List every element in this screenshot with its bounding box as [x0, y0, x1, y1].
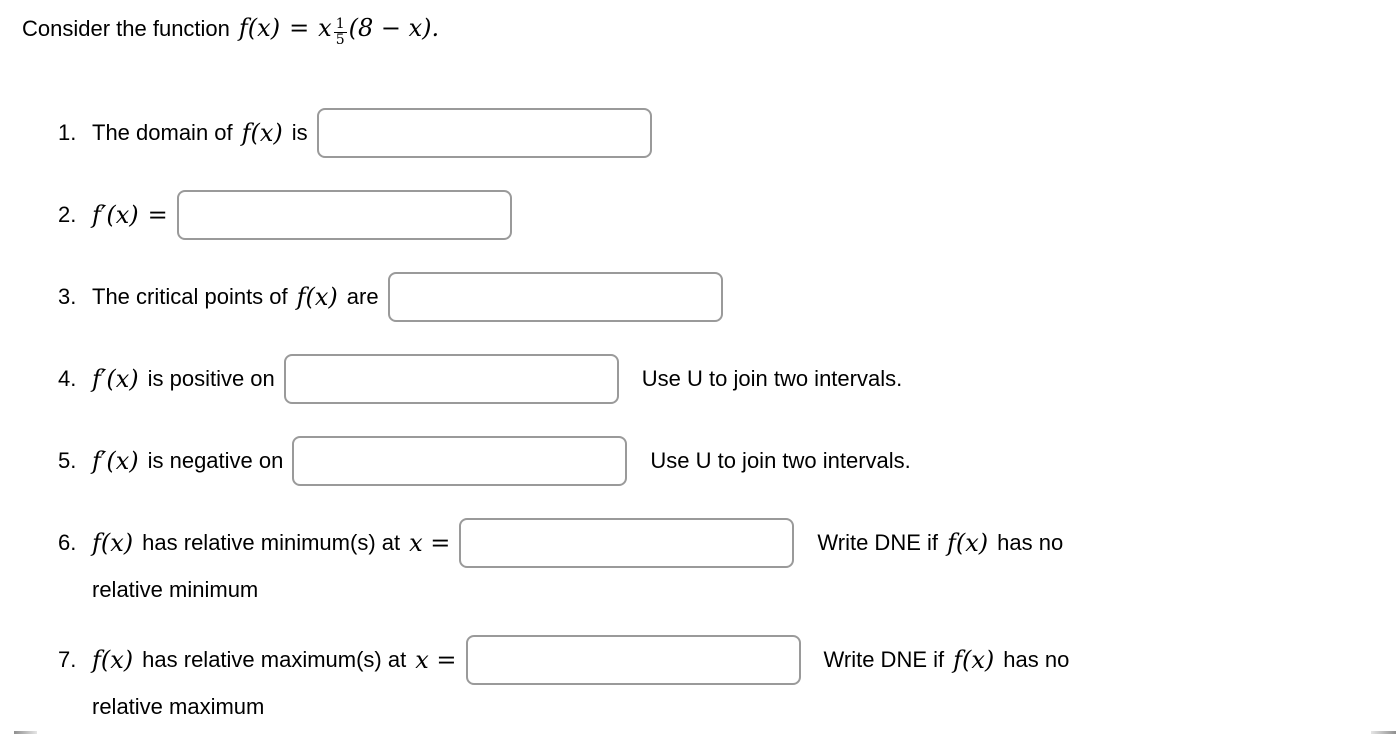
hint-text-content: Use U to join two intervals. — [641, 366, 903, 391]
question-text-post: are — [346, 284, 379, 309]
math-fx: f(x) — [953, 646, 995, 674]
question-list: 1. The domain of f(x) is 2. f′(x) = 3. T… — [22, 108, 1400, 720]
question-row: 2. f′(x) = — [58, 190, 1400, 240]
question-7: 7. f(x) has relative maximum(s) at x = W… — [58, 635, 1400, 720]
question-2: 2. f′(x) = — [58, 190, 1400, 240]
question-row: 3. The critical points of f(x) are — [58, 272, 1400, 322]
hint-text-post: has no — [1003, 647, 1070, 672]
question-text-post: has relative maximum(s) at — [142, 647, 407, 672]
partial-element-bottom-left — [14, 731, 37, 734]
expression-base: x — [318, 14, 332, 42]
question-number: 3. — [58, 284, 77, 309]
math-fx: f(x) — [241, 119, 283, 147]
exponent-denominator: 5 — [335, 32, 345, 49]
function-notation: f(x) — [238, 14, 281, 42]
math-derivative: f′(x) — [92, 201, 139, 229]
math-fx: f(x) — [947, 529, 989, 557]
hint-text-content: Use U to join two intervals. — [650, 448, 911, 473]
question-6: 6. f(x) has relative minimum(s) at x = W… — [58, 518, 1400, 603]
math-fx: f(x) — [296, 283, 338, 311]
question-text-post: is — [291, 120, 308, 145]
math-fx: f(x) — [92, 646, 134, 674]
question-number: 6. — [58, 530, 77, 555]
problem-intro-text: Consider the function — [22, 16, 230, 41]
question-text-pre: The critical points of — [92, 284, 288, 309]
equals-sign: = — [289, 14, 310, 42]
answer-input-domain[interactable] — [316, 108, 652, 158]
question-row: 6. f(x) has relative minimum(s) at x = W… — [58, 518, 1400, 568]
question-row: 1. The domain of f(x) is — [58, 108, 1400, 158]
equals-sign: = — [147, 201, 168, 229]
math-derivative: f′(x) — [92, 365, 139, 393]
hint-text: Write DNE if f(x) has no — [817, 529, 1063, 557]
question-text-post: has relative minimum(s) at — [142, 530, 401, 555]
question-row: 7. f(x) has relative maximum(s) at x = W… — [58, 635, 1400, 685]
answer-input-derivative[interactable] — [176, 190, 512, 240]
question-1: 1. The domain of f(x) is — [58, 108, 1400, 158]
hint-text: Use U to join two intervals. — [650, 448, 910, 474]
question-text-continued: relative minimum — [92, 577, 259, 602]
question-row: 5. f′(x) is negative on Use U to join tw… — [58, 436, 1400, 486]
answer-input-relative-minimum[interactable] — [459, 518, 795, 568]
question-number: 5. — [58, 448, 77, 473]
question-text-post: is negative on — [147, 448, 284, 473]
hint-text: Use U to join two intervals. — [642, 366, 902, 392]
question-text-post: is positive on — [147, 366, 275, 391]
question-number: 2. — [58, 202, 77, 227]
expression-tail: (8 − x). — [348, 14, 440, 42]
answer-input-positive-interval[interactable] — [283, 354, 619, 404]
answer-input-critical-points[interactable] — [387, 272, 723, 322]
math-derivative: f′(x) — [92, 447, 139, 475]
question-number: 4. — [58, 366, 77, 391]
answer-input-relative-maximum[interactable] — [465, 635, 801, 685]
hint-text-pre: Write DNE if — [823, 647, 945, 672]
question-text-continued: relative maximum — [92, 694, 265, 719]
question-5: 5. f′(x) is negative on Use U to join tw… — [58, 436, 1400, 486]
question-row: 4. f′(x) is positive on Use U to join tw… — [58, 354, 1400, 404]
math-x-equals: x = — [409, 529, 451, 557]
hint-text-post: has no — [997, 530, 1064, 555]
exponent-numerator: 1 — [333, 16, 347, 34]
question-text-pre: The domain of — [92, 120, 233, 145]
partial-element-bottom-right — [1371, 731, 1396, 734]
math-x-equals: x = — [415, 646, 457, 674]
question-number: 7. — [58, 647, 77, 672]
answer-input-negative-interval[interactable] — [292, 436, 628, 486]
question-3: 3. The critical points of f(x) are — [58, 272, 1400, 322]
question-number: 1. — [58, 120, 77, 145]
hint-text: Write DNE if f(x) has no — [824, 646, 1070, 674]
question-4: 4. f′(x) is positive on Use U to join tw… — [58, 354, 1400, 404]
math-fx: f(x) — [92, 529, 134, 557]
hint-text-pre: Write DNE if — [817, 530, 938, 555]
